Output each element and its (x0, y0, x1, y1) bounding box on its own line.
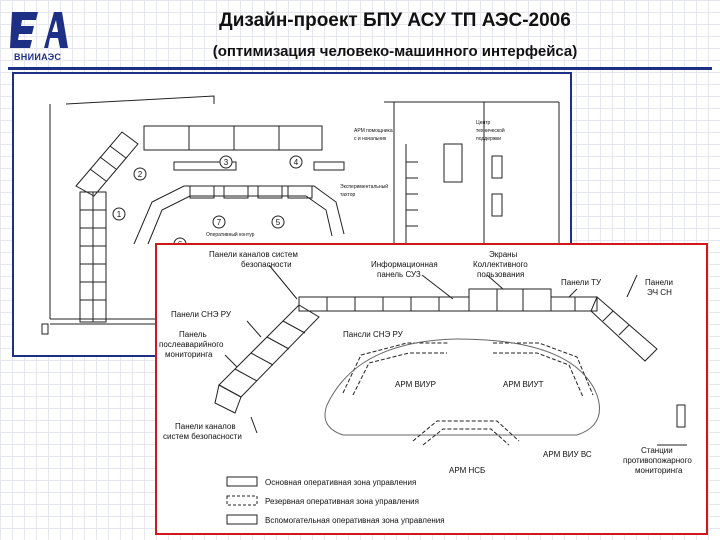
label-channels-2: систем безопасности (163, 432, 242, 441)
plan-number-3: 3 (224, 158, 229, 167)
label-panels-sne-left: Панели СНЭ РУ (171, 310, 232, 319)
label-arm-nsb: АРМ НСБ (449, 466, 485, 475)
label-panels-safety-2: безопасности (241, 260, 292, 269)
logo-text: ВНИИАЭС (14, 52, 62, 62)
plan-label-operator-2: тахтор (340, 192, 355, 198)
control-room-detail: Панели каналов систем безопасности Инфор… (155, 243, 708, 535)
label-panels-sne-mid: Пансли СНЭ РУ (343, 330, 404, 339)
legend-aux-zone: Вспомогательная оперативная зона управле… (265, 516, 445, 525)
label-panel-post-3: мониторинга (165, 350, 213, 359)
label-panels-tu: Панели ТУ (561, 278, 602, 287)
label-panel-post: Панель (179, 330, 207, 339)
label-panels-ech-2: ЭЧ СН (647, 288, 672, 297)
legend-reserve-zone: Резервная оперативная зона управления (265, 497, 419, 506)
label-channels: Панели каналов (175, 422, 236, 431)
page-subtitle: (оптимизация человеко-машинного интерфей… (212, 43, 578, 60)
plan-number-7: 7 (217, 218, 222, 227)
label-screens-2: Коллективного (473, 260, 528, 269)
control-room-detail-drawing: Панели каналов систем безопасности Инфор… (159, 250, 692, 525)
label-info-panel: Информационная (371, 260, 438, 269)
plan-label-arm-head-2: с и начальник (354, 136, 387, 142)
vniiaes-logo: ВНИИАЭС (8, 8, 72, 64)
plan-label-arm-head: АРМ помощника (354, 128, 393, 134)
label-panel-post-2: послеаварийного (159, 340, 224, 349)
plan-label-contour: Оперативный контур (206, 231, 255, 238)
plan-number-4: 4 (294, 158, 299, 167)
label-arm-viu-vs: АРМ ВИУ ВС (543, 450, 592, 459)
label-station: Станции (641, 446, 673, 455)
label-panels-safety: Панели каналов систем (209, 250, 298, 259)
plan-label-center-3: поддержки (476, 136, 501, 142)
plan-label-center: Центр (476, 120, 491, 126)
plan-number-5: 5 (276, 218, 281, 227)
label-arm-viut: АРМ ВИУТ (503, 380, 544, 389)
label-arm-viur: АРМ ВИУР (395, 380, 436, 389)
plan-label-center-2: технической (476, 127, 505, 134)
legend-main-zone: Основная оперативная зона управления (265, 478, 416, 487)
plan-number-2: 2 (138, 170, 143, 179)
plan-number-1: 1 (117, 210, 122, 219)
logo-mark-icon (10, 12, 68, 48)
label-info-panel-2: панель СУЗ (377, 270, 421, 279)
label-panels-ech: Панели (645, 278, 673, 287)
floor-plan-drawing: 1 2 3 4 5 6 7 АРМ помощника с и начальни… (41, 95, 560, 335)
label-screens: Экраны (489, 250, 518, 259)
header-divider (8, 67, 712, 70)
plan-label-operator: Экспериментальный (340, 183, 388, 190)
label-station-3: мониторинга (635, 466, 683, 475)
page-title: Дизайн-проект БПУ АСУ ТП АЭС-2006 (219, 10, 571, 31)
label-station-2: противопожарного (623, 456, 692, 465)
label-screens-3: пользования (477, 270, 524, 279)
